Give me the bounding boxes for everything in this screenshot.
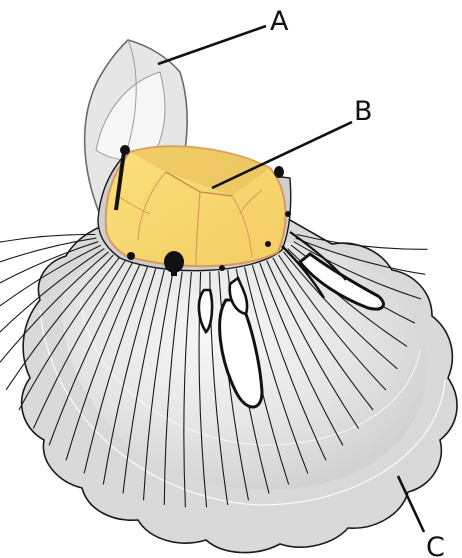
outer-skirt bbox=[0, 220, 457, 553]
knob-small-3 bbox=[265, 241, 271, 247]
knob-small-1 bbox=[127, 252, 135, 260]
leader-a bbox=[158, 26, 266, 64]
label-c: C bbox=[426, 532, 445, 558]
label-b: B bbox=[354, 96, 373, 127]
knob-large-stem bbox=[171, 266, 177, 276]
knob-small-4 bbox=[285, 211, 291, 217]
knob-right bbox=[274, 166, 284, 178]
label-a: A bbox=[270, 6, 289, 37]
central-plate bbox=[106, 146, 286, 266]
knob-small-2 bbox=[219, 265, 225, 271]
